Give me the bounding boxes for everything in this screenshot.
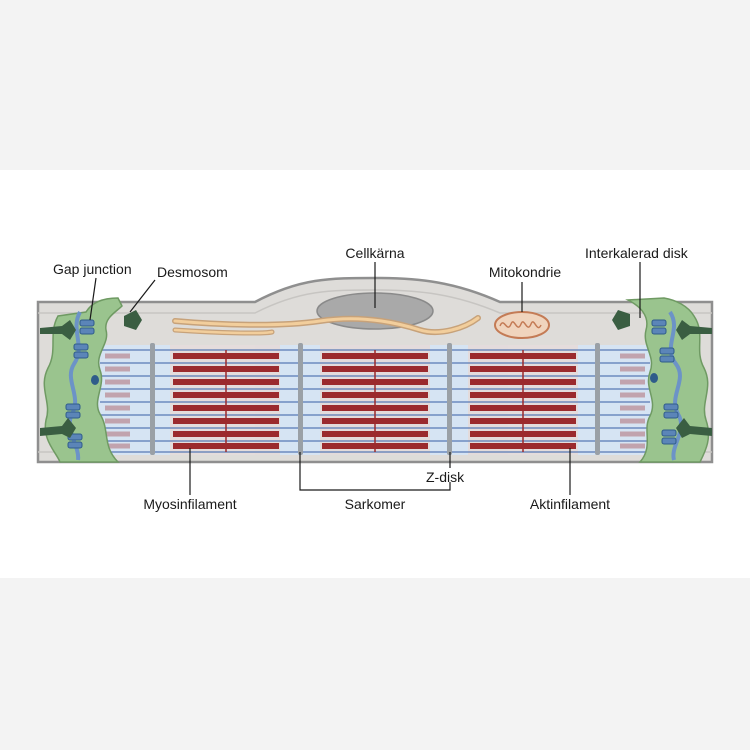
myosin-filament-partial xyxy=(620,379,645,385)
myosin-filament-partial xyxy=(620,443,645,449)
label-myosinfilament: Myosinfilament xyxy=(143,496,236,512)
gap-junctions-right xyxy=(651,319,679,445)
label-sarkomer: Sarkomer xyxy=(345,496,406,512)
h-zones xyxy=(170,345,578,455)
label-desmosom: Desmosom xyxy=(157,264,228,280)
label-z-disk: Z-disk xyxy=(426,469,465,485)
diagram-panel: Gap junction Desmosom Cellkärna Mitokond… xyxy=(0,170,750,578)
z-disks xyxy=(150,343,600,455)
myosin-filament-partial xyxy=(620,392,645,398)
desmosomes-right xyxy=(612,310,712,438)
intercalated-disc-left xyxy=(40,297,142,463)
myosin-filament-partial xyxy=(105,366,130,372)
desmosomes-left xyxy=(40,310,142,438)
myosin-filament-partial xyxy=(105,392,130,398)
intercalated-disc-right xyxy=(612,297,712,463)
myosin-filament-partial xyxy=(620,405,645,411)
label-aktinfilament: Aktinfilament xyxy=(530,496,610,512)
myosin-filament-partial xyxy=(620,418,645,424)
cardiomyocyte-diagram: Gap junction Desmosom Cellkärna Mitokond… xyxy=(36,245,714,512)
leader-lines xyxy=(89,262,641,495)
label-interkalerad-disk: Interkalerad disk xyxy=(585,245,689,261)
sarcoplasmic-reticulum xyxy=(172,315,481,336)
myosin-filament-partial xyxy=(105,405,130,411)
myosin-filament-partial xyxy=(620,353,645,359)
myosin-filament-partial xyxy=(105,379,130,385)
myosin-filament-partial xyxy=(105,353,130,359)
myosin-filament-partial xyxy=(105,443,130,449)
mitochondrion xyxy=(494,311,550,339)
myosin-filament-partial xyxy=(620,366,645,372)
myosin-filament-partial xyxy=(620,431,645,437)
myosin-filament-partial xyxy=(105,418,130,424)
label-cellkarna: Cellkärna xyxy=(345,245,404,261)
label-mitokondrie: Mitokondrie xyxy=(489,264,562,280)
myosin-filament-partial xyxy=(105,431,130,437)
m-lines xyxy=(225,350,524,452)
label-gap-junction: Gap junction xyxy=(53,261,132,277)
